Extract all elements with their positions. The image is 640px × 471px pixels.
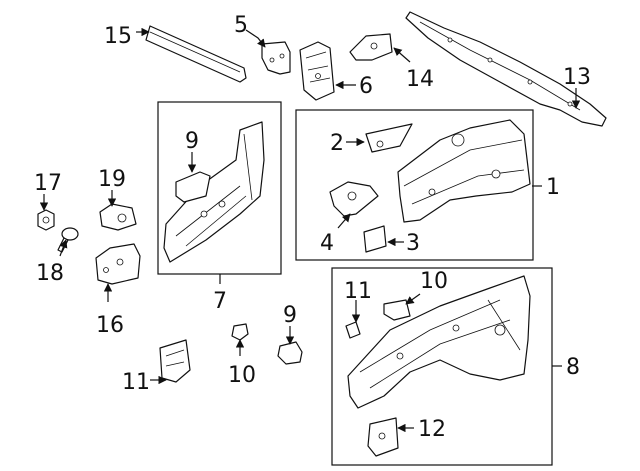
group-box-1 <box>295 109 534 261</box>
callout-10a: 10 <box>228 363 256 388</box>
part-13-support[interactable] <box>405 11 607 127</box>
callout-3: 3 <box>406 231 420 256</box>
callout-8: 8 <box>566 355 580 380</box>
leader-14 <box>393 47 411 63</box>
leader-10b <box>405 293 421 305</box>
part-12-bracket[interactable] <box>367 417 399 457</box>
part-10-clip-a[interactable] <box>231 323 249 341</box>
part-11-clip-b[interactable] <box>345 321 361 339</box>
callout-18: 18 <box>36 261 64 286</box>
callout-1: 1 <box>546 175 560 200</box>
callout-16: 16 <box>96 313 124 338</box>
part-19-bracket[interactable] <box>99 203 137 231</box>
leader-4 <box>337 213 351 229</box>
part-10-clip-b[interactable] <box>383 299 411 321</box>
part-11-bracket-a[interactable] <box>159 339 191 383</box>
part-17-nut[interactable] <box>37 209 55 231</box>
part-15-rail[interactable] <box>145 25 247 83</box>
part-6-bracket[interactable] <box>299 41 335 101</box>
callout-11b: 11 <box>344 279 372 304</box>
callout-9a: 9 <box>185 129 199 154</box>
part-9-bracket-a[interactable] <box>175 171 211 203</box>
leader-18 <box>59 239 68 257</box>
callout-9b: 9 <box>283 303 297 328</box>
callout-5: 5 <box>234 13 248 38</box>
part-14-bracket[interactable] <box>349 33 393 61</box>
part-5-bracket[interactable] <box>261 41 291 75</box>
callout-4: 4 <box>320 231 334 256</box>
part-4-bracket[interactable] <box>329 181 379 217</box>
callout-7: 7 <box>213 289 227 314</box>
callout-13: 13 <box>563 65 591 90</box>
callout-10b: 10 <box>420 269 448 294</box>
callout-17: 17 <box>34 171 62 196</box>
part-3-plate[interactable] <box>363 225 387 253</box>
callout-6: 6 <box>359 74 373 99</box>
callout-14: 14 <box>406 67 434 92</box>
callout-19: 19 <box>98 167 126 192</box>
part-9-bracket-b[interactable] <box>277 341 303 365</box>
callout-12: 12 <box>418 417 446 442</box>
part-7-apron[interactable] <box>163 121 265 263</box>
leader-5 <box>245 29 266 48</box>
part-1-rail[interactable] <box>397 119 531 223</box>
callout-11a: 11 <box>122 370 150 395</box>
callout-15: 15 <box>104 24 132 49</box>
part-2-plate[interactable] <box>365 123 413 153</box>
part-16-bracket[interactable] <box>95 243 141 285</box>
part-8-apron[interactable] <box>347 275 531 409</box>
part-18-bolt[interactable] <box>57 227 79 253</box>
callout-2: 2 <box>330 131 344 156</box>
